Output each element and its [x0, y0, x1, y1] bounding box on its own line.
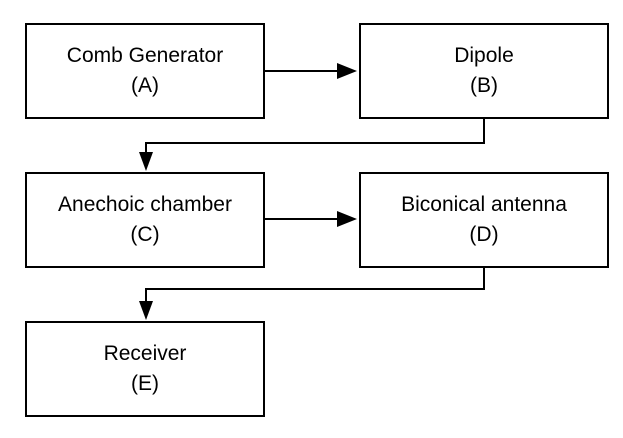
arrowhead-icon: [139, 301, 153, 320]
node-label: (E): [131, 372, 159, 395]
node-name: Receiver: [103, 342, 187, 365]
edge-a-to-b: [265, 63, 357, 79]
node-name: Comb Generator: [66, 44, 224, 67]
edge-d-to-e: [139, 268, 485, 320]
node-label: (C): [130, 223, 160, 246]
node-anechoic-chamber: Anechoic chamber (C): [25, 172, 265, 268]
node-name: Anechoic chamber: [58, 193, 232, 216]
node-label: (A): [131, 74, 159, 97]
edge-b-to-c: [139, 119, 485, 171]
node-label: (D): [469, 223, 499, 246]
arrowhead-icon: [139, 152, 153, 171]
node-comb-generator: Comb Generator (A): [25, 23, 265, 119]
node-name: Biconical antenna: [401, 193, 567, 216]
node-receiver: Receiver (E): [25, 321, 265, 417]
edge-c-to-d: [265, 211, 357, 227]
node-dipole: Dipole (B): [359, 23, 609, 119]
arrowhead-icon: [337, 63, 357, 79]
node-name: Dipole: [454, 44, 514, 67]
node-label: (B): [470, 74, 498, 97]
arrowhead-icon: [337, 211, 357, 227]
node-biconical-antenna: Biconical antenna (D): [359, 172, 609, 268]
